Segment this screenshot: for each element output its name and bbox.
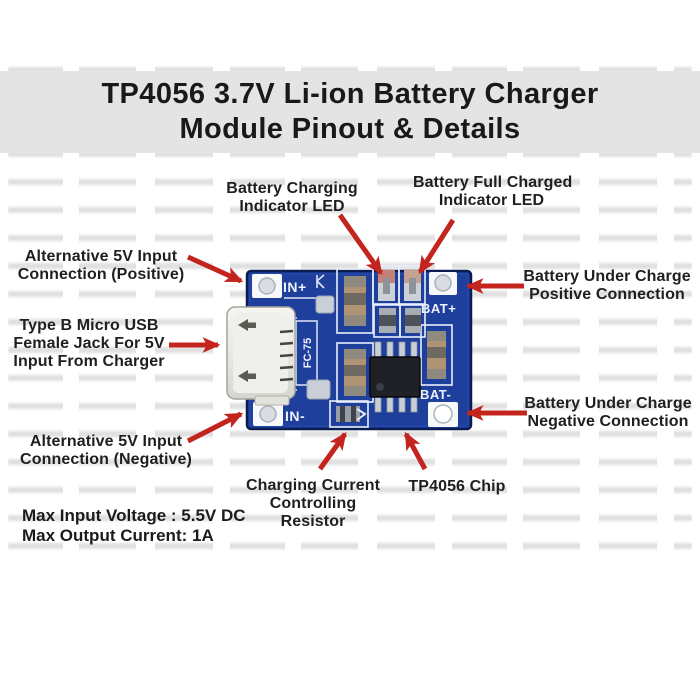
corner-hole-top-left: [252, 274, 282, 298]
silkscreen-in-minus: IN-: [285, 408, 305, 424]
page-title-line1: TP4056 3.7V Li-ion Battery Charger: [101, 77, 599, 110]
arrow-alt-input-negative: [186, 411, 244, 444]
callout-alternative-5v-negative: Alternative 5V Input Connection (Negativ…: [20, 433, 192, 468]
corner-hole-bottom-left: [253, 402, 283, 426]
callout-alternative-5v-positive: Alternative 5V Input Connection (Positiv…: [17, 248, 185, 283]
callout-micro-usb-jack: Type B Micro USB Female Jack For 5V Inpu…: [13, 317, 165, 370]
page-title-line2: Module Pinout & Details: [179, 112, 521, 145]
arrow-charging-led: [337, 213, 384, 276]
title-block: TP4056 3.7V Li-ion Battery Charger Modul…: [0, 71, 700, 153]
tp4056-chip: [369, 341, 421, 413]
led-full-charge: [398, 265, 426, 306]
chip-body: [369, 356, 421, 398]
silkscreen-in-plus: IN+: [283, 279, 307, 295]
silkscreen-bat-minus: BAT-: [420, 387, 451, 402]
corner-hole-bottom-right: [428, 402, 458, 427]
pcb-board: IN+ IN- BAT+ BAT- FC-75: [226, 265, 473, 431]
callout-tp4056-chip: TP4056 Chip: [408, 478, 506, 495]
charging-current-resistor: [329, 400, 369, 428]
callout-arrows: [169, 213, 527, 471]
usb-pins: [279, 329, 294, 382]
micro-usb-connector: [226, 306, 296, 406]
callout-battery-negative-connection: Battery Under Charge Negative Connection: [524, 395, 692, 430]
callout-battery-full-charged-led: Battery Full Charged Indicator LED: [413, 174, 573, 209]
chip-pin1-dot: [376, 383, 384, 391]
callout-battery-positive-connection: Battery Under Charge Positive Connection: [523, 268, 691, 303]
callout-battery-charging-led: Battery Charging Indicator LED: [226, 180, 358, 215]
arrow-alt-input-positive: [186, 254, 244, 284]
callout-charging-current-resistor: Charging Current Controlling Resistor: [246, 477, 381, 530]
resistor-small-right: [399, 303, 426, 338]
corner-hole-top-right: [429, 272, 457, 295]
arrow-full-led: [417, 218, 456, 275]
solder-pads: [306, 295, 335, 400]
svg-text:FC-75: FC-75: [302, 338, 314, 369]
resistor-center: [336, 342, 374, 403]
max-ratings-text: Max Input Voltage : 5.5V DC Max Output C…: [22, 506, 246, 545]
silkscreen-bat-plus: BAT+: [421, 301, 456, 316]
resistor-top: [336, 268, 374, 334]
arrow-tp4056-chip: [403, 431, 428, 471]
resistor-right: [420, 324, 453, 386]
arrow-charging-resistor: [317, 431, 348, 471]
